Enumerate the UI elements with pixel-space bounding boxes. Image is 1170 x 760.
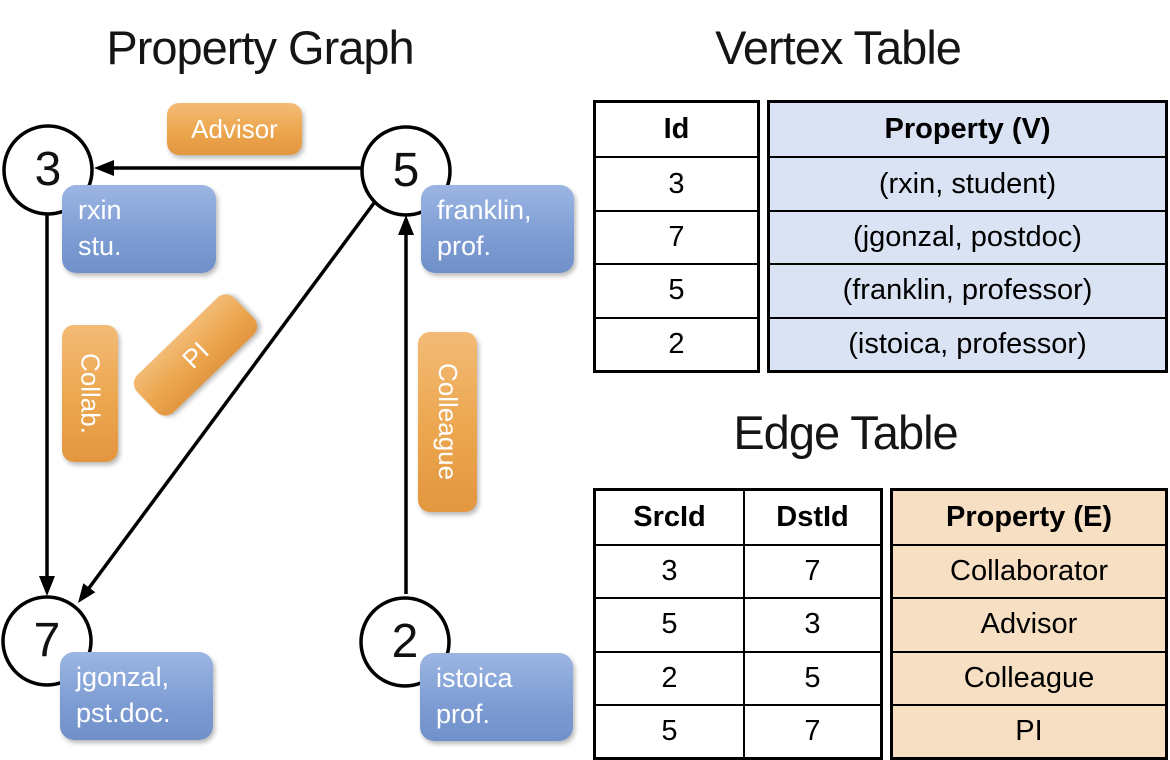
vertex-table-header-property: Property (V): [884, 113, 1051, 146]
edge-label-advisor: Advisor: [167, 103, 302, 155]
edge-line-pi: [87, 201, 376, 590]
arrowhead-advisor: [94, 160, 114, 176]
edge-table-cell: 3: [596, 544, 743, 597]
property-graph-title: Property Graph: [106, 21, 414, 74]
vertex-table-cell: 5: [596, 263, 757, 316]
edge-table-property-column: Property (E) Collaborator Advisor Collea…: [890, 488, 1168, 760]
vertex-label-line: prof.: [436, 699, 491, 729]
vertex-label-line: franklin,: [437, 195, 532, 226]
vertex-label-line: prof.: [437, 231, 492, 261]
vertex-table-title: Vertex Table: [715, 21, 962, 74]
vertex-table-cell: 7: [596, 209, 757, 263]
vertex-label-line: pst.doc.: [76, 698, 171, 728]
edge-table-header-srcid: SrcId: [633, 501, 706, 534]
arrowhead-colleague: [398, 215, 414, 235]
vertex-table-cell: (rxin, student): [770, 156, 1165, 209]
edge-table-cell: PI: [893, 703, 1165, 757]
edge-table-cell: 5: [596, 597, 743, 650]
edge-table-cell: Advisor: [893, 597, 1165, 650]
edge-table-cell: 3: [743, 597, 880, 651]
edge-label-collab: Collab.: [62, 325, 118, 462]
node-id-2: 2: [391, 615, 419, 668]
edge-table-cell: 5: [596, 703, 743, 757]
vertex-table-cell: 3: [596, 156, 757, 209]
vertex-label-rxin: rxin stu.: [62, 185, 216, 273]
edge-table-cell: 7: [743, 703, 880, 757]
vertex-label-line: rxin: [78, 195, 122, 226]
edge-table-id-columns: SrcId DstId 3 7 5 3 2 5 5 7: [593, 488, 883, 760]
arrowhead-collab: [39, 576, 55, 596]
edge-table-cell: Collaborator: [893, 544, 1165, 597]
vertex-label-line: istoica: [436, 663, 513, 694]
vertex-label-jgonzal: jgonzal, pst.doc.: [60, 652, 213, 740]
edge-table-cell: 2: [596, 650, 743, 704]
edge-table-title: Edge Table: [733, 406, 958, 459]
vertex-label-istoica: istoica prof.: [420, 653, 573, 741]
edge-table-header-property: Property (E): [946, 501, 1112, 534]
vertex-label-line: jgonzal,: [76, 662, 170, 693]
arrowhead-pi: [78, 583, 96, 603]
node-id-3: 3: [34, 143, 62, 196]
vertex-table-cell: 2: [596, 316, 757, 370]
edge-label-colleague: Colleague: [418, 332, 477, 512]
vertex-label-line: stu.: [78, 231, 122, 261]
node-id-5: 5: [392, 144, 420, 197]
vertex-table-cell: (jgonzal, postdoc): [770, 209, 1165, 263]
vertex-table-property-column: Property (V) (rxin, student) (jgonzal, p…: [767, 100, 1168, 373]
vertex-table-cell: (istoica, professor): [770, 316, 1165, 370]
node-id-7: 7: [33, 614, 61, 667]
vertex-label-franklin: franklin, prof.: [421, 185, 574, 273]
vertex-table-header-id: Id: [663, 113, 690, 146]
vertex-table-id-column: Id 3 7 5 2: [593, 100, 760, 373]
edge-table-cell: 5: [743, 650, 880, 704]
edge-table-cell: 7: [743, 544, 880, 598]
edge-table-cell: Colleague: [893, 650, 1165, 704]
edge-table-header-dstid: DstId: [743, 491, 880, 545]
vertex-table-cell: (franklin, professor): [770, 263, 1165, 316]
